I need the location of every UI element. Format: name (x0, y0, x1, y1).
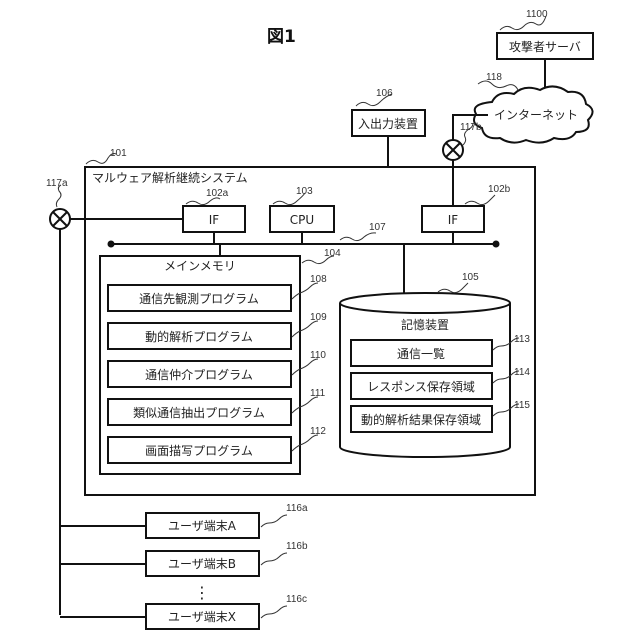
ref-leader-116b (261, 553, 287, 565)
cpu-label: CPU (290, 213, 314, 227)
figure-title: 図1 (267, 27, 296, 47)
user-terminal: ユーザ端末X 116c (60, 594, 307, 629)
user-terminal-label: ユーザ端末A (168, 519, 237, 533)
interface-102b: IF (422, 206, 484, 232)
program-label: 類似通信抽出プログラム (133, 406, 265, 420)
ref-106: 106 (376, 88, 393, 99)
ref-117a: 117a (46, 178, 68, 189)
ref-109: 109 (310, 312, 327, 323)
ref-101: 101 (110, 148, 127, 159)
ref-107: 107 (369, 222, 386, 233)
ref-105: 105 (462, 272, 479, 283)
attacker-server: 攻撃者サーバ (497, 33, 593, 59)
switch-117a (50, 209, 70, 229)
attacker-server-label: 攻撃者サーバ (509, 39, 581, 54)
ref-111: 111 (310, 388, 326, 399)
internet-label: インターネット (494, 108, 578, 122)
switch-117b (443, 140, 463, 160)
ref-leader-116a (261, 515, 287, 527)
ref-115: 115 (514, 400, 530, 411)
io-device: 入出力装置 (352, 110, 425, 136)
storage-label: 記憶装置 (401, 317, 449, 332)
ref-118: 118 (486, 72, 502, 83)
cpu: CPU (270, 206, 334, 232)
ref-113: 113 (514, 334, 530, 345)
storage-area-label: 動的解析結果保存領域 (361, 412, 481, 427)
program-label: 動的解析プログラム (145, 329, 253, 344)
user-terminal-label: ユーザ端末X (168, 610, 236, 624)
storage-area-label: レスポンス保存領域 (367, 379, 475, 394)
ref-116c: 116c (286, 594, 307, 605)
ellipsis: ⋮ (194, 583, 210, 602)
ref-116b: 116b (286, 541, 308, 552)
if-b-label: IF (448, 213, 459, 227)
ref-110: 110 (310, 350, 326, 361)
storage-area-label: 通信一覧 (397, 347, 445, 361)
internet-cloud: インターネット (474, 86, 593, 142)
ref-114: 114 (514, 367, 530, 378)
user-terminal: ユーザ端末A 116a (60, 503, 308, 538)
interface-102a: IF (183, 206, 245, 232)
ref-102b: 102b (488, 184, 511, 195)
program-label: 通信先観測プログラム (139, 292, 259, 306)
if-a-label: IF (209, 213, 220, 227)
program-label: 通信仲介プログラム (145, 368, 253, 382)
ref-102a: 102a (206, 188, 229, 199)
ref-1100: 1100 (526, 9, 548, 20)
io-device-label: 入出力装置 (358, 117, 418, 131)
program-label: 画面描写プログラム (145, 444, 253, 458)
ref-116a: 116a (286, 503, 308, 514)
user-terminal-list: ユーザ端末A 116a ユーザ端末B 116b ユーザ端末X 116c (60, 503, 308, 629)
ref-leader-116c (261, 606, 287, 618)
system-label: マルウェア解析継続システム (92, 170, 248, 185)
ref-103: 103 (296, 186, 313, 197)
ref-104: 104 (324, 248, 341, 259)
ref-112: 112 (310, 426, 326, 437)
user-terminal: ユーザ端末B 116b (60, 541, 308, 576)
main-memory-label: メインメモリ (164, 259, 236, 273)
ref-117b: 117b (460, 122, 482, 133)
ref-108: 108 (310, 274, 327, 285)
user-terminal-label: ユーザ端末B (168, 557, 236, 571)
